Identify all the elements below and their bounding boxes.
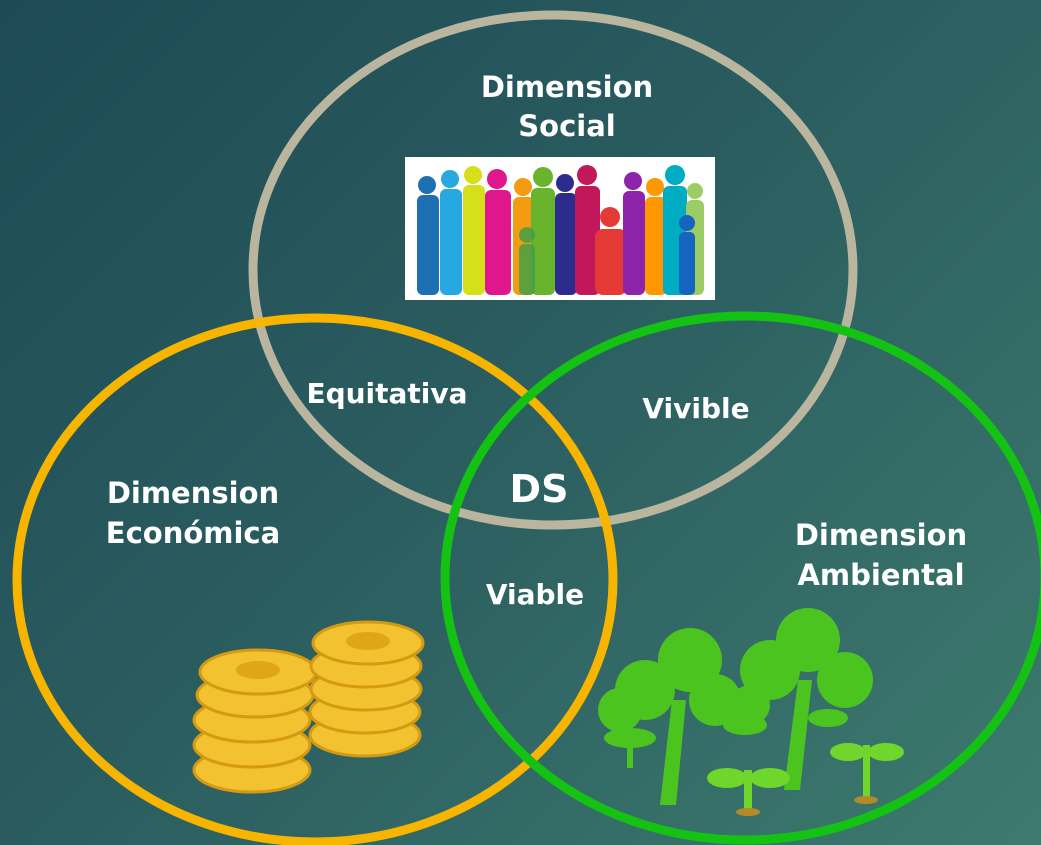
social-circle (248, 10, 858, 530)
economic-title-line2: Económica (106, 516, 280, 550)
social-title-line1: Dimension (481, 70, 653, 104)
environmental-title-line2: Ambiental (797, 558, 964, 592)
economic-title-line1: Dimension (107, 476, 279, 510)
trees-icon (598, 608, 904, 816)
center-ds-label: DS (510, 467, 569, 511)
environmental-title-line1: Dimension (795, 518, 967, 552)
gold-coins-icon (192, 620, 425, 794)
viable-label: Viable (486, 578, 584, 611)
people-silhouettes-icon (405, 157, 715, 300)
economic-circle (12, 313, 618, 845)
vivible-label: Vivible (642, 392, 749, 425)
environmental-circle (440, 311, 1041, 845)
social-title-line2: Social (518, 109, 615, 143)
equitativa-label: Equitativa (306, 377, 467, 410)
